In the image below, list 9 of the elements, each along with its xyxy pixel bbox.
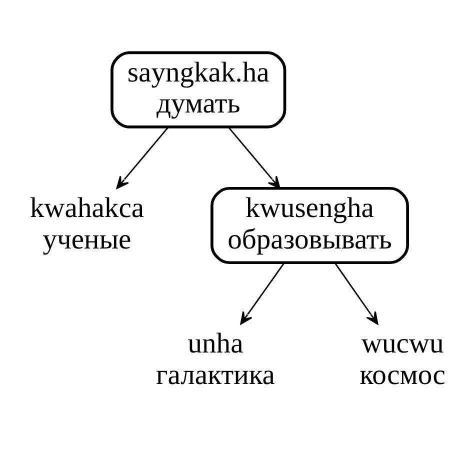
node-text: kwahakca ученые [30, 192, 144, 255]
arrow [240, 262, 285, 324]
arrow [116, 126, 168, 188]
arrow [334, 262, 378, 324]
node-text: unha галактика [156, 328, 275, 391]
node-box: kwusengha образовывать [210, 186, 409, 264]
arrow [228, 126, 280, 188]
node-text: wucwu космос [360, 328, 446, 391]
node-box: sayngkak.ha думать [110, 50, 286, 128]
